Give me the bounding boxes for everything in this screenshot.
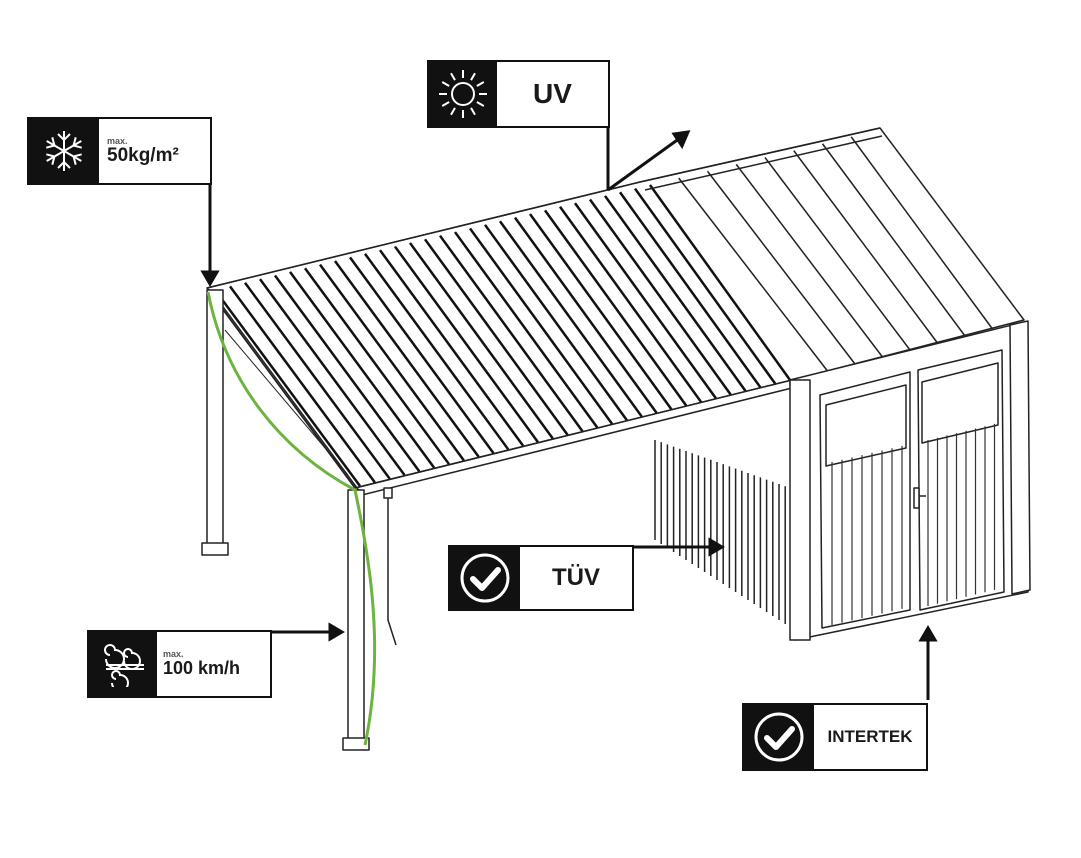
uv-value: UV (533, 78, 572, 110)
louver-blade (408, 242, 554, 440)
louver-blade (438, 234, 584, 432)
louver-blade (348, 256, 495, 454)
intertek-value: INTERTEK (827, 727, 913, 747)
louver-blade (543, 209, 688, 407)
roof-panel-seam (793, 150, 939, 344)
louver-blade (468, 227, 614, 425)
louver-blade (483, 224, 628, 421)
louver-blade (513, 216, 658, 414)
louver-blade (228, 285, 376, 484)
snow-value: 50kg/m² (107, 144, 179, 166)
louver-blade (258, 278, 406, 476)
roof-panel-seam (706, 170, 856, 365)
louver-blade (378, 249, 525, 447)
wind-deflection-line (206, 291, 377, 746)
louver-blade (558, 205, 703, 403)
roof-panel-seam (764, 157, 911, 351)
louver-blade (303, 267, 450, 465)
louver-blade (588, 198, 732, 396)
check-circle-icon (450, 547, 520, 609)
callout-tuv: TÜV (448, 545, 634, 611)
louver-blade (633, 187, 777, 385)
roof-panel-seam (735, 163, 884, 358)
louver-blade (573, 202, 717, 400)
storage-side-wall (654, 440, 786, 624)
snowflake-icon (29, 119, 99, 183)
louver-blade (648, 184, 792, 381)
storage-front (789, 320, 1031, 641)
post-left (201, 289, 229, 556)
wind-icon (89, 632, 157, 696)
wind-value: 100 km/h (163, 658, 241, 679)
roof-panel-seam (850, 136, 994, 330)
louver-blade (318, 263, 465, 462)
tuv-value: TÜV (552, 564, 600, 592)
louver-blade (393, 245, 539, 443)
callout-uv: UV (427, 60, 610, 128)
door-slats (831, 423, 996, 625)
louver-blade (423, 238, 569, 436)
roof-panel-seam (821, 143, 966, 337)
post-front (342, 489, 370, 751)
louver-blade (363, 253, 510, 451)
callout-intertek: INTERTEK (742, 703, 928, 771)
fixed-roof-panels (678, 136, 994, 372)
louver-blade (213, 289, 362, 487)
wind-prefix: max. (163, 649, 184, 660)
louver-blade (288, 271, 436, 469)
callout-snow: max. 50kg/m² (27, 117, 212, 185)
louver-roof (213, 184, 792, 487)
callout-wind: max. 100 km/h (87, 630, 272, 698)
snow-prefix: max. (107, 135, 128, 146)
sun-icon (429, 62, 497, 126)
louver-blade (498, 220, 643, 418)
louver-blade (273, 274, 421, 473)
louver-blade (243, 282, 391, 480)
roof-panel-seam (678, 177, 829, 372)
check-circle-icon (744, 705, 814, 769)
louver-blade (333, 260, 480, 458)
louver-blade (603, 195, 747, 392)
louver-blade (618, 191, 762, 389)
louver-blade (528, 213, 673, 410)
louver-blade (453, 231, 599, 429)
